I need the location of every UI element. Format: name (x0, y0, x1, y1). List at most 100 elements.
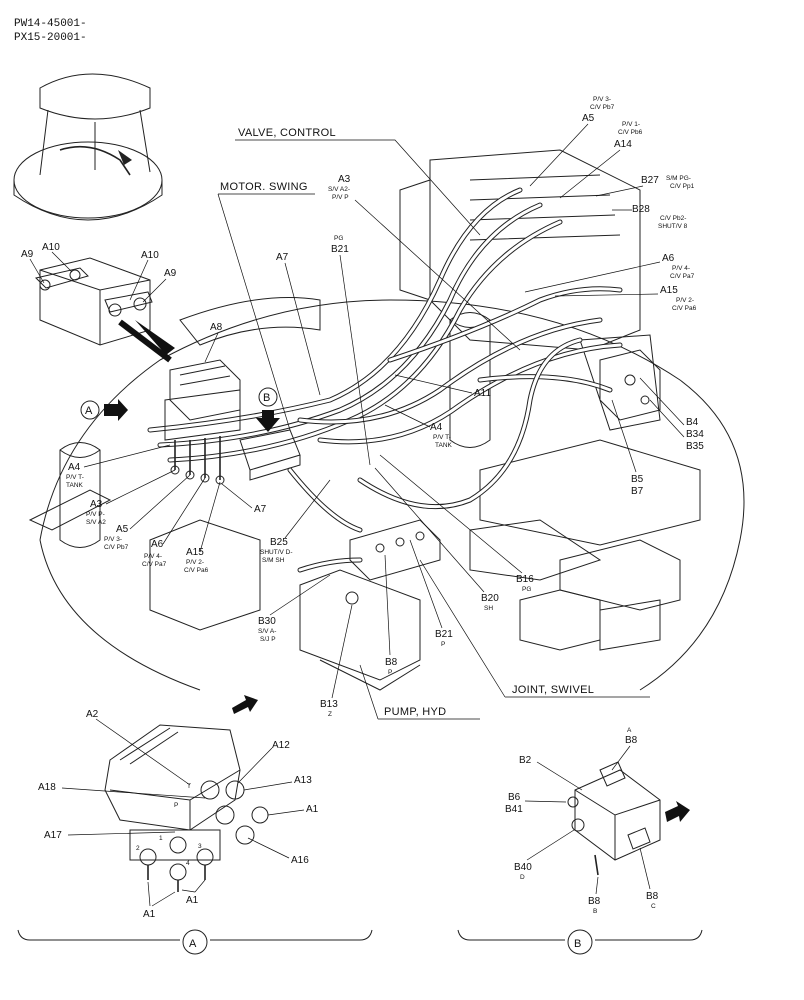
callout-a1-right: A1 (306, 804, 319, 815)
callout-a18: A18 (38, 782, 56, 793)
serial-range-1: PW14-45001- (14, 18, 87, 30)
svg-text:P: P (441, 641, 445, 648)
svg-text:P/V T-: P/V T- (433, 434, 451, 441)
callout-b30: B30 (258, 616, 276, 627)
svg-text:C/V Pb7: C/V Pb7 (590, 104, 615, 111)
callout-a9-right: A9 (164, 268, 177, 279)
svg-text:C/V Pp1: C/V Pp1 (670, 183, 695, 190)
callout-b7: B7 (631, 486, 644, 497)
svg-text:PG: PG (522, 586, 531, 593)
callout-a2: A2 (86, 709, 99, 720)
callout-a3-top: A3 (338, 174, 351, 185)
svg-text:C/V Pb7: C/V Pb7 (104, 544, 129, 551)
svg-text:4: 4 (186, 860, 190, 867)
view-b-marker: B (256, 387, 280, 432)
callout-b13: B13 (320, 699, 338, 710)
callout-a15-left: A15 (186, 547, 204, 558)
callout-a6-left: A6 (151, 539, 164, 550)
svg-text:A: A (627, 727, 632, 734)
callout-a4-mid: A4 (430, 422, 443, 433)
callout-b6: B6 (508, 792, 521, 803)
svg-text:TANK: TANK (435, 442, 453, 449)
callout-b16: B16 (516, 574, 534, 585)
callout-b8-br: B8 (646, 891, 659, 902)
callout-b28: B28 (632, 204, 650, 215)
svg-text:C/V Pb6: C/V Pb6 (618, 129, 643, 136)
title-joint-swivel: JOINT, SWIVEL (512, 684, 594, 696)
svg-text:C: C (651, 903, 656, 910)
svg-text:B: B (593, 908, 597, 915)
callout-a5-left: A5 (116, 524, 129, 535)
serial-range-2: PX15-20001- (14, 32, 87, 44)
svg-text:SH: SH (484, 605, 493, 612)
callout-a1-bottom-left: A1 (143, 909, 156, 920)
svg-text:B: B (574, 938, 582, 950)
svg-text:S/V A2-: S/V A2- (328, 186, 350, 193)
svg-text:1: 1 (159, 835, 163, 842)
svg-text:P: P (388, 669, 392, 676)
callout-a3-left: A3 (90, 499, 103, 510)
callout-a11: A11 (474, 388, 491, 399)
callout-a8: A8 (210, 322, 223, 333)
callout-a15-right: A15 (660, 285, 678, 296)
svg-text:P/V 4-: P/V 4- (672, 265, 690, 272)
callout-b41: B41 (505, 804, 523, 815)
svg-text:P/V 4-: P/V 4- (144, 553, 162, 560)
callout-b2: B2 (519, 755, 532, 766)
callout-a10-right: A10 (141, 250, 159, 261)
svg-text:B: B (263, 392, 271, 404)
callout-b8-bl: B8 (588, 896, 601, 907)
callout-pg-b21-sub: PG (334, 235, 343, 242)
svg-text:S/M SH: S/M SH (262, 557, 285, 564)
callout-a1-bottom-right: A1 (186, 895, 199, 906)
svg-text:P/V T-: P/V T- (66, 474, 84, 481)
svg-text:P/V 2-: P/V 2- (186, 559, 204, 566)
callout-b21-bottom: B21 (435, 629, 453, 640)
view-a-brace: A (17, 929, 373, 955)
callout-a17: A17 (44, 830, 62, 841)
svg-text:P/V 3-: P/V 3- (593, 96, 611, 103)
callout-b35: B35 (686, 441, 704, 452)
callout-b21-top: B21 (331, 244, 349, 255)
callout-b8-mid: B8 (385, 657, 398, 668)
solenoid-valve-a8 (164, 359, 241, 485)
svg-text:C/V Pa6: C/V Pa6 (672, 305, 697, 312)
title-motor-swing: MOTOR. SWING (220, 181, 308, 193)
title-valve-control: VALVE, CONTROL (238, 127, 336, 139)
callout-a7-top: A7 (276, 252, 289, 263)
view-a-marker: A (80, 399, 128, 421)
svg-text:Z: Z (328, 711, 332, 718)
callout-b34: B34 (686, 429, 704, 440)
swivel-joint (345, 519, 441, 605)
callout-b40: B40 (514, 862, 532, 873)
svg-text:C/V Pa6: C/V Pa6 (184, 567, 209, 574)
callout-a6-right: A6 (662, 253, 675, 264)
svg-text:SHUT/V 8: SHUT/V 8 (658, 223, 688, 230)
svg-text:TANK: TANK (66, 482, 84, 489)
svg-text:C/V Pb2-: C/V Pb2- (660, 215, 686, 222)
svg-text:C/V Pa7: C/V Pa7 (142, 561, 167, 568)
machine-locator-sketch (13, 73, 163, 221)
svg-text:P/V P-: P/V P- (86, 511, 105, 518)
svg-text:2: 2 (136, 845, 140, 852)
callout-a5-top: A5 (582, 113, 595, 124)
svg-text:SHUT/V D-: SHUT/V D- (260, 549, 293, 556)
svg-text:P: P (174, 802, 178, 809)
svg-text:P/V 3-: P/V 3- (104, 536, 122, 543)
title-pump-hyd: PUMP, HYD (384, 706, 446, 718)
svg-text:S/V A-: S/V A- (258, 628, 276, 635)
svg-text:C/V Pa7: C/V Pa7 (670, 273, 695, 280)
callout-a7-bottom: A7 (254, 504, 267, 515)
callout-b20: B20 (481, 593, 499, 604)
callout-a4-left: A4 (68, 462, 81, 473)
swing-motor-block (239, 429, 301, 481)
svg-text:S/J P: S/J P (260, 636, 276, 643)
callout-a12: A12 (272, 740, 290, 751)
callout-a10-left: A10 (42, 242, 60, 253)
svg-text:A: A (85, 405, 93, 417)
callout-a14: A14 (614, 139, 632, 150)
inset-bracket-a9-a10 (35, 257, 175, 363)
view-b-brace: B (457, 929, 703, 955)
svg-text:3: 3 (198, 843, 202, 850)
